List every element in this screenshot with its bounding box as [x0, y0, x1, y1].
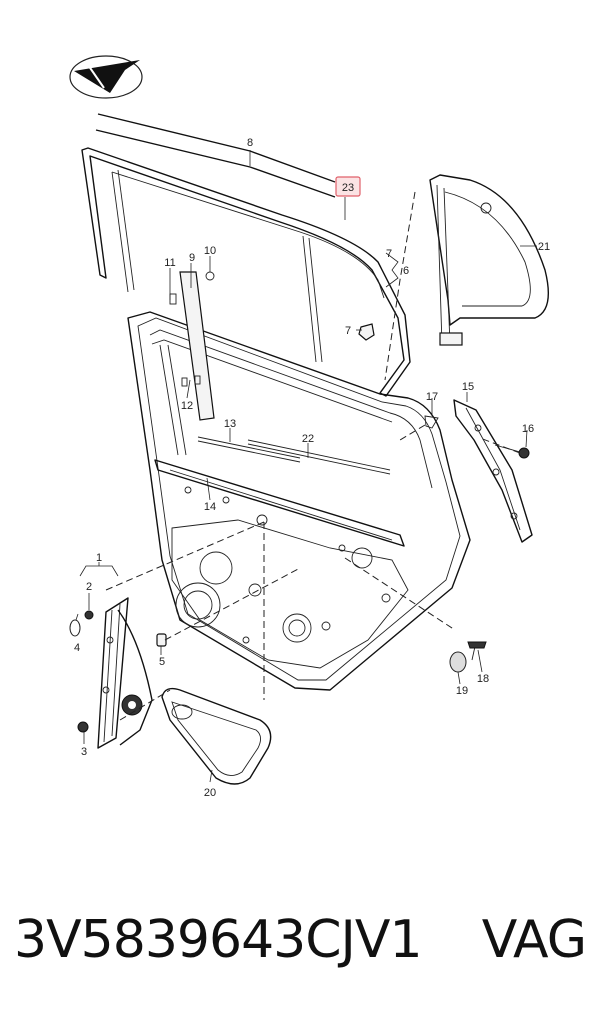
callout-3: 3	[81, 746, 87, 758]
door-shell-part	[127, 311, 471, 691]
highlight-box	[335, 176, 361, 197]
clip-part	[358, 323, 375, 341]
inner-strip-part	[179, 271, 215, 421]
callout-9: 9	[189, 252, 195, 264]
callout-13: 13	[224, 418, 236, 430]
callout-1: 1	[96, 552, 102, 564]
callout-6: 6	[403, 265, 409, 277]
part-number: 3V5839643CJV1	[14, 910, 423, 970]
callout-16: 16	[522, 423, 534, 435]
callout-8: 8	[247, 137, 253, 149]
callout-10: 10	[204, 245, 216, 257]
belt-seal-parts	[154, 436, 405, 547]
callout-4: 4	[74, 642, 80, 654]
part-info-footer: 3V5839643CJV1 VAG	[0, 895, 600, 985]
nuts-washers-parts	[69, 610, 167, 733]
callout-5: 5	[159, 656, 165, 668]
callout-15: 15	[462, 381, 474, 393]
callout-19: 19	[456, 685, 468, 697]
pillar-trim-part	[453, 399, 533, 543]
direction-arrow-logo-icon	[69, 55, 143, 99]
window-regulator-part	[97, 597, 153, 749]
quarter-window-part	[429, 174, 549, 346]
window-channel-part	[81, 147, 411, 397]
screw-cap-parts	[449, 641, 487, 673]
exploded-parts-diagram: 23 8 7 6 7 9 10 11 12 13 22 14 21 15 16 …	[69, 55, 550, 799]
callout-7a: 7	[386, 248, 392, 260]
callout-23: 23	[342, 182, 354, 194]
callout-7b: 7	[345, 325, 351, 337]
callout-20: 20	[204, 787, 216, 799]
callout-12: 12	[181, 400, 193, 412]
callout-2: 2	[86, 581, 92, 593]
callout-17: 17	[426, 391, 438, 403]
callout-21: 21	[538, 241, 550, 253]
callout-22: 22	[302, 433, 314, 445]
assembly-dashed-lines	[105, 191, 521, 721]
callout-11: 11	[164, 257, 175, 269]
callout-18: 18	[477, 673, 489, 685]
brand-label: VAG	[481, 910, 587, 970]
leader-lines	[75, 150, 537, 783]
callout-14: 14	[204, 501, 216, 513]
trim-strip-part	[95, 113, 336, 198]
callout-labels: 23 8 7 6 7 9 10 11 12 13 22 14 21 15 16 …	[74, 137, 550, 799]
door-seal-part	[161, 687, 272, 785]
